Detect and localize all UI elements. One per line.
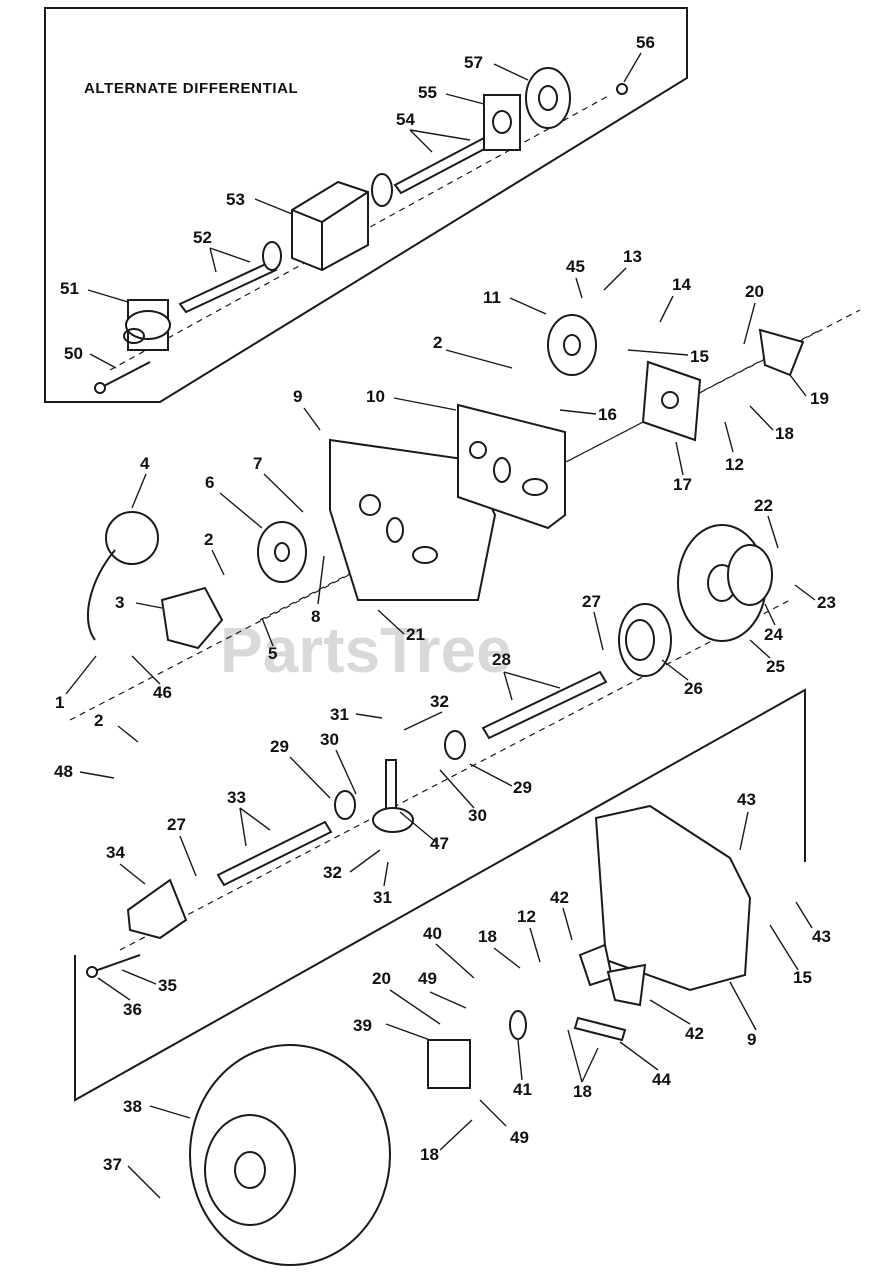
callout-9: 9 [293,387,302,406]
callout-8: 8 [311,607,320,626]
callout-51: 51 [60,279,79,298]
callout-32b: 32 [323,863,342,882]
callout-20b: 20 [372,969,391,988]
callout-43b: 43 [812,927,831,946]
callout-10: 10 [366,387,385,406]
callout-43: 43 [737,790,756,809]
watermark: PartsTree [220,614,512,686]
callout-31b: 31 [373,888,392,907]
callout-6: 6 [205,473,214,492]
callout-32: 32 [430,692,449,711]
callout-1: 1 [55,693,64,712]
callout-18c: 18 [573,1082,592,1101]
callout-34: 34 [106,843,125,862]
callout-27b: 27 [167,815,186,834]
callout-30b: 30 [468,806,487,825]
callout-28: 28 [492,650,511,669]
callout-3: 3 [115,593,124,612]
callout-52: 52 [193,228,212,247]
callout-31: 31 [330,705,349,724]
callout-33: 33 [227,788,246,807]
callout-35: 35 [158,976,177,995]
callout-27: 27 [582,592,601,611]
callout-11: 11 [483,288,501,307]
callout-18: 18 [775,424,794,443]
callout-15: 15 [690,347,709,366]
callout-37: 37 [103,1155,122,1174]
callout-18d: 18 [420,1145,439,1164]
callout-40: 40 [423,924,442,943]
main-assembly [69,309,861,1266]
callout-38: 38 [123,1097,142,1116]
callout-56: 56 [636,33,655,52]
callout-44: 44 [652,1070,671,1089]
callout-7: 7 [253,454,262,473]
callout-36: 36 [123,1000,142,1019]
callout-9b: 9 [747,1030,756,1049]
callout-48: 48 [54,762,73,781]
callout-42b: 42 [685,1024,704,1043]
callout-20: 20 [745,282,764,301]
inset-title: ALTERNATE DIFFERENTIAL [84,80,298,97]
callout-4: 4 [140,454,150,473]
callout-42: 42 [550,888,569,907]
callout-53: 53 [226,190,245,209]
callout-22: 22 [754,496,773,515]
callout-16: 16 [598,405,617,424]
callout-29b: 29 [513,778,532,797]
callout-19: 19 [810,389,829,408]
callout-14: 14 [672,275,691,294]
callout-54: 54 [396,110,415,129]
callout-55: 55 [418,83,437,102]
callout-49b: 49 [510,1128,529,1147]
callout-15b: 15 [793,968,812,987]
callout-18b: 18 [478,927,497,946]
callout-45: 45 [566,257,585,276]
callout-2: 2 [433,333,442,352]
callout-47: 47 [430,834,449,853]
callout-26: 26 [684,679,703,698]
callout-23: 23 [817,593,836,612]
callout-39: 39 [353,1016,372,1035]
callout-46: 46 [153,683,172,702]
callout-12: 12 [725,455,744,474]
callout-17: 17 [673,475,692,494]
callout-12b: 12 [517,907,536,926]
callout-5: 5 [268,644,277,663]
callout-labels: 56 57 55 54 53 52 51 50 45 13 11 14 20 2… [54,33,836,1174]
callout-30: 30 [320,730,339,749]
callout-29: 29 [270,737,289,756]
callout-57: 57 [464,53,483,72]
callout-2c: 2 [94,711,103,730]
callout-50: 50 [64,344,83,363]
callout-49: 49 [418,969,437,988]
callout-24: 24 [764,625,783,644]
callout-21: 21 [406,625,425,644]
callout-2b: 2 [204,530,213,549]
callout-41: 41 [513,1080,532,1099]
callout-13: 13 [623,247,642,266]
callout-25: 25 [766,657,785,676]
leader-lines [65,52,816,1199]
alternate-differential-inset: ALTERNATE DIFFERENTIAL [44,7,688,403]
